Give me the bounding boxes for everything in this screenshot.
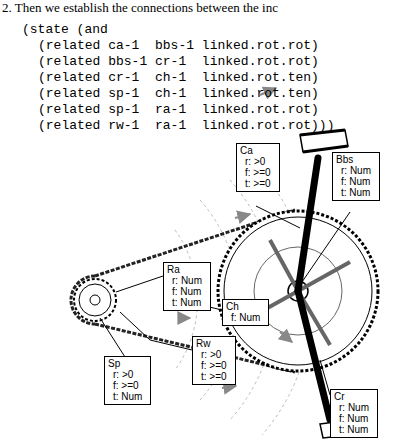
- attribute-line: f: Num: [336, 176, 376, 187]
- paragraph-text: 2. Then we establish the connections bet…: [2, 0, 278, 15]
- attribute-line: f: >=0: [196, 360, 232, 371]
- part-name: Bbs: [336, 154, 376, 165]
- part-box: Crr: Numf: Numt: Num: [330, 389, 378, 438]
- attribute-line: f: Num: [167, 286, 207, 297]
- attribute-line: r: >0: [108, 369, 147, 380]
- part-name: Cr: [334, 391, 374, 402]
- attribute-line: r: Num: [336, 165, 376, 176]
- part-name: Sp: [108, 358, 147, 369]
- attribute-line: f: >=0: [108, 380, 147, 391]
- part-box: Chf: Num: [222, 299, 269, 326]
- part-name: Ca: [240, 145, 276, 156]
- sprocket: [74, 279, 116, 321]
- attribute-line: r: >0: [196, 349, 232, 360]
- attribute-line: t: Num: [108, 391, 147, 402]
- attribute-line: f: >=0: [240, 167, 276, 178]
- attribute-line: r: Num: [334, 402, 374, 413]
- part-box: Bbsr: Numf: Numt: Num: [332, 152, 380, 201]
- attribute-line: f: Num: [226, 312, 265, 323]
- attribute-line: f: Num: [334, 413, 374, 424]
- code-line: (related sp-1 ch-1 linked.rot.ten): [38, 86, 319, 102]
- attribute-line: t: >=0: [240, 178, 276, 189]
- part-name: Rw: [196, 338, 232, 349]
- part-name: Ra: [167, 264, 207, 275]
- attribute-line: t: Num: [336, 187, 376, 198]
- code-line: (related cr-1 ch-1 linked.rot.ten): [38, 70, 319, 86]
- attribute-line: r: Num: [167, 275, 207, 286]
- part-box: Rar: Numf: Numt: Num: [163, 262, 211, 311]
- code-line: (related ca-1 bbs-1 linked.rot.rot): [38, 38, 319, 54]
- part-box: Car: >0f: >=0t: >=0: [236, 143, 280, 192]
- code-line: (state (and: [22, 22, 108, 38]
- attribute-line: r: >0: [240, 156, 276, 167]
- code-line: (related sp-1 ra-1 linked.rot.rot): [38, 102, 319, 118]
- part-name: Ch: [226, 301, 265, 312]
- code-line: (related bbs-1 cr-1 linked.rot.rot): [38, 54, 319, 70]
- part-box: Rwr: >0f: >=0t: >=0: [192, 336, 236, 385]
- attribute-line: t: >=0: [196, 371, 232, 382]
- attribute-line: t: Num: [334, 424, 374, 435]
- part-box: Spr: >0f: >=0t: Num: [104, 356, 151, 405]
- code-line: (related rw-1 ra-1 linked.rot.rot))): [38, 118, 334, 134]
- attribute-line: t: Num: [167, 297, 207, 308]
